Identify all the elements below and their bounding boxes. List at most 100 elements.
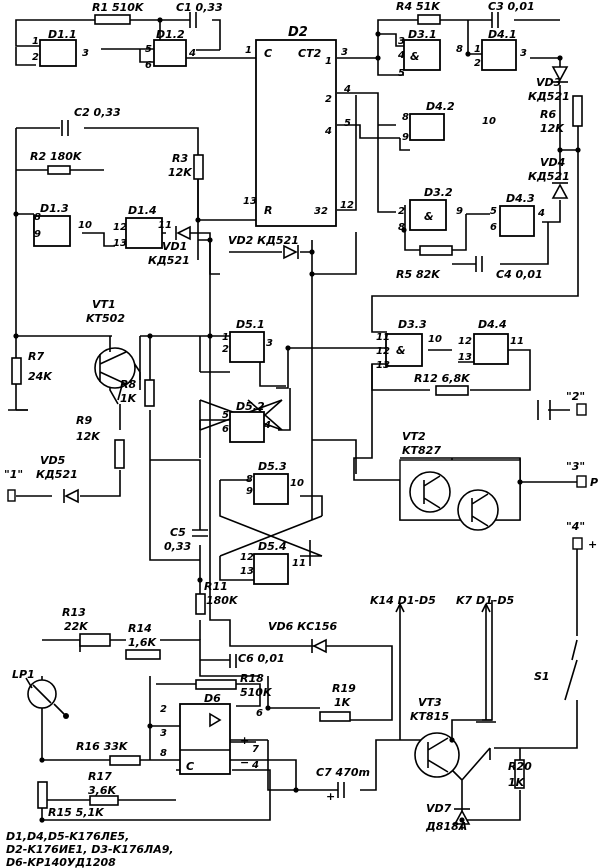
label-s1: S1 <box>534 670 550 683</box>
label-r14: R14 <box>128 622 152 635</box>
svg-text:6: 6 <box>490 222 497 233</box>
resistor-r18 <box>195 679 237 690</box>
gate-d11 <box>39 39 77 67</box>
svg-text:−: − <box>240 756 249 769</box>
resistors <box>11 14 583 809</box>
terminals <box>7 403 587 613</box>
label-r15: R15 5,1K <box>48 806 105 819</box>
resistor-r1 <box>94 14 131 25</box>
svg-text:11: 11 <box>376 332 390 343</box>
svg-text:11: 11 <box>510 336 524 347</box>
label-d52: D5.2 <box>236 400 265 413</box>
label-d33: D3.3 <box>398 318 427 331</box>
opamp-d6 <box>179 703 231 775</box>
switch-s1[interactable] <box>564 659 578 701</box>
component-labels: R1 510K C1 0,33 D1.1 D1.2 D2 C CT2 R R4 … <box>4 0 598 833</box>
svg-text:6: 6 <box>256 708 263 719</box>
transistors <box>94 336 499 778</box>
svg-text:2: 2 <box>222 344 229 355</box>
label-vt1-type: KT502 <box>86 312 125 325</box>
svg-text:3: 3 <box>160 728 167 739</box>
svg-text:8: 8 <box>402 112 409 123</box>
label-terminal-2: "2" <box>566 390 585 403</box>
svg-text:1: 1 <box>222 332 229 343</box>
gate-d12 <box>153 39 187 67</box>
resistor-r2 <box>47 165 71 175</box>
resistor-r4 <box>417 14 441 25</box>
resistor-r13 <box>79 633 111 647</box>
label-vt3: VT3 <box>418 696 442 709</box>
svg-text:3: 3 <box>398 36 405 47</box>
resistor-r17 <box>89 795 119 806</box>
terminal-1 <box>7 489 16 502</box>
resistor-r5 <box>419 245 453 256</box>
svg-text:3: 3 <box>341 47 348 58</box>
transistor-vt2a <box>409 471 451 513</box>
label-vd6: VD6 КС156 <box>268 620 337 633</box>
counter-d2 <box>255 39 337 227</box>
label-terminal-3: "3" <box>566 460 585 473</box>
svg-text:1: 1 <box>474 44 481 55</box>
label-r14-value: 1,6K <box>128 636 157 649</box>
label-r11: R11 <box>204 580 228 593</box>
label-c3: C3 0,01 <box>488 0 535 13</box>
svg-text:13: 13 <box>113 238 127 249</box>
terminal-3 <box>576 475 587 488</box>
label-r13: R13 <box>62 606 86 619</box>
svg-text:6: 6 <box>222 424 229 435</box>
label-r7-value: 24K <box>28 370 53 383</box>
resistor-r9 <box>114 439 125 469</box>
svg-text:10: 10 <box>78 220 92 231</box>
gate-d43 <box>499 205 535 237</box>
label-d12: D1.2 <box>156 28 185 41</box>
svg-text:12: 12 <box>340 200 354 211</box>
label-r1: R1 510K <box>92 1 145 14</box>
resistor-r3 <box>193 154 204 180</box>
resistor-r8 <box>144 379 155 407</box>
label-r19-value: 1K <box>334 696 352 709</box>
label-d14: D1.4 <box>128 204 157 217</box>
svg-text:9: 9 <box>34 229 41 240</box>
capacitor-c5 <box>192 529 208 537</box>
svg-text:12: 12 <box>376 346 390 357</box>
label-vd7: VD7 <box>426 802 452 815</box>
label-r17-value: 3,6K <box>88 784 117 797</box>
label-vd7-type: Д818А <box>425 820 467 833</box>
capacitor-c1 <box>189 12 197 28</box>
svg-text:13: 13 <box>243 196 257 207</box>
gate-d41 <box>481 39 517 71</box>
svg-text:4: 4 <box>188 48 196 59</box>
label-c2: C2 0,33 <box>74 106 121 119</box>
label-r11-value: 180K <box>206 594 239 607</box>
svg-text:12: 12 <box>113 222 127 233</box>
label-r6: R6 <box>540 108 556 121</box>
svg-text:9: 9 <box>456 206 463 217</box>
diode-vd2 <box>283 244 298 260</box>
label-d43: D4.3 <box>506 192 535 205</box>
gate-d44 <box>473 333 509 365</box>
label-r20-value: 1K <box>508 776 526 789</box>
label-r4: R4 51K <box>396 0 441 13</box>
label-d32: D3.2 <box>424 186 453 199</box>
label-r9-value: 12K <box>76 430 101 443</box>
label-terminal-4-plus: + <box>588 538 597 551</box>
diode-vd4 <box>551 183 569 199</box>
gate-d31 <box>403 39 441 71</box>
legend-line-2: D2-K176ИЕ1, D3-K176ЛА9, <box>6 843 174 856</box>
svg-text:2: 2 <box>32 52 39 63</box>
gate-d32 <box>409 199 447 231</box>
label-d51: D5.1 <box>236 318 265 331</box>
label-vd1-type: КД521 <box>148 254 190 267</box>
terminal-4 <box>572 537 583 550</box>
gate-d51 <box>229 331 265 363</box>
label-d2: D2 <box>288 25 308 40</box>
label-vd5: VD5 <box>40 454 66 467</box>
svg-text:4: 4 <box>343 84 351 95</box>
svg-text:3: 3 <box>520 48 527 59</box>
diode-vd3 <box>551 66 569 82</box>
label-r5: R5 82K <box>396 268 441 281</box>
svg-text:4: 4 <box>537 208 545 219</box>
transistor-vt2b <box>457 489 499 531</box>
svg-text:13: 13 <box>376 360 390 371</box>
